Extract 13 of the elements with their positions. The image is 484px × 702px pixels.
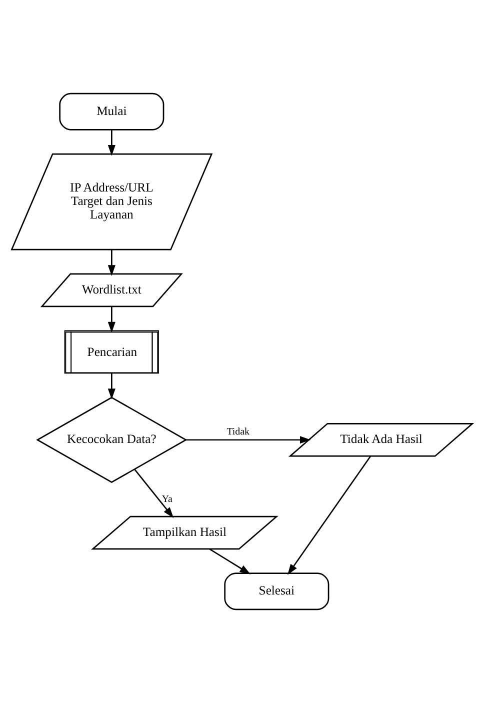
arrow — [108, 249, 116, 276]
arrow — [108, 306, 116, 332]
node-diamond: Kecocokan Data? — [36, 396, 188, 483]
arrow — [288, 455, 372, 574]
edge-label: Ya — [162, 493, 172, 504]
arrow — [108, 372, 116, 399]
arrow — [209, 548, 251, 574]
edge-label: Tidak — [226, 426, 250, 437]
arrow — [108, 130, 116, 156]
node-box: Selesai — [224, 572, 330, 610]
node-box: Mulai — [59, 92, 164, 130]
arrow — [134, 468, 174, 518]
arrow — [186, 436, 311, 444]
